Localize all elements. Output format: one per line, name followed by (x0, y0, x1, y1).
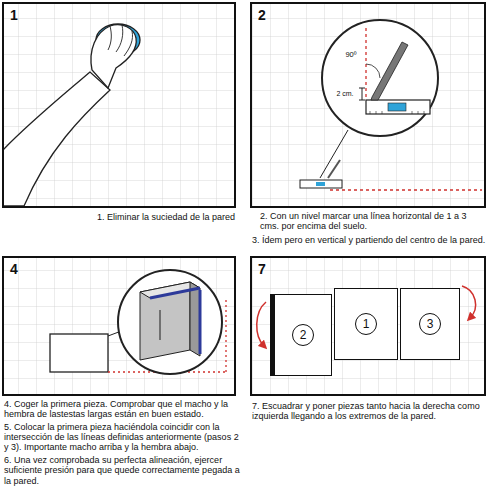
step-caption: 7. Escuadrar y poner piezas tanto hacia … (252, 401, 486, 421)
step-caption: 2. Con un nivel marcar una línea horizon… (260, 211, 486, 231)
first-piece (190, 282, 200, 356)
level-marking (328, 160, 340, 178)
first-piece (50, 334, 108, 372)
callout-number: 2 (292, 324, 314, 346)
step-number: 1 (10, 7, 18, 23)
level-marking (320, 130, 348, 178)
level-marking (322, 20, 438, 136)
wall-piece: 1 (334, 288, 398, 360)
level-marking (366, 100, 430, 114)
dimension-label: 2 cm. (330, 90, 360, 98)
step-caption: 3. Ídem pero en vertical y partiendo del… (252, 235, 486, 245)
direction-arrow (462, 286, 476, 318)
angle-label: 90º (338, 51, 364, 59)
level-marking (359, 100, 365, 101)
first-piece (159, 310, 161, 340)
step-panel: 2 (250, 2, 486, 208)
level-marking (371, 42, 408, 100)
first-piece (199, 290, 202, 354)
level-marking (330, 189, 482, 190)
step-panel: 7 2 1 3 (250, 256, 486, 396)
step-number: 2 (258, 7, 266, 23)
tile-grid (250, 2, 486, 208)
level-marking (365, 28, 366, 98)
step-number: 7 (258, 261, 266, 277)
level-marking (316, 182, 325, 186)
first-piece (118, 270, 222, 374)
step-panel: 1 (2, 2, 236, 208)
tile-grid (250, 256, 486, 396)
callout-number: 3 (419, 313, 441, 335)
level-marking (359, 88, 365, 89)
hand-sponge (91, 25, 136, 88)
wall-piece: 3 (400, 288, 460, 360)
step-caption: 4. Coger la primera pieza. Comprobar que… (4, 399, 244, 419)
hand-sponge (124, 31, 133, 56)
step-caption: 5. Colocar la primera pieza haciéndola c… (4, 422, 244, 452)
hand-sponge (116, 25, 123, 52)
step-panel: 4 (2, 256, 236, 396)
wall-piece: 2 (270, 294, 332, 376)
hand-sponge (3, 24, 140, 206)
level-marking (300, 180, 342, 188)
level-marking (370, 111, 424, 114)
tile-grid (2, 2, 486, 396)
step-number: 4 (10, 261, 18, 277)
level-marking (388, 103, 406, 111)
hand-sponge (3, 72, 110, 206)
first-piece (50, 270, 226, 374)
step-caption: 6. Una vez comprobada su perfecta alinea… (4, 455, 244, 485)
step-caption: 1. Eliminar la suciedad de la pared (60, 212, 235, 222)
tile-grid (2, 2, 236, 208)
level-marking (362, 88, 363, 100)
level-marking (300, 20, 482, 190)
callout-number: 1 (355, 313, 377, 335)
direction-arrow (257, 302, 266, 346)
level-marking (366, 64, 380, 78)
first-piece (225, 300, 226, 372)
hand-sponge (108, 26, 111, 50)
first-piece (150, 288, 200, 298)
tile-grid (2, 256, 236, 396)
